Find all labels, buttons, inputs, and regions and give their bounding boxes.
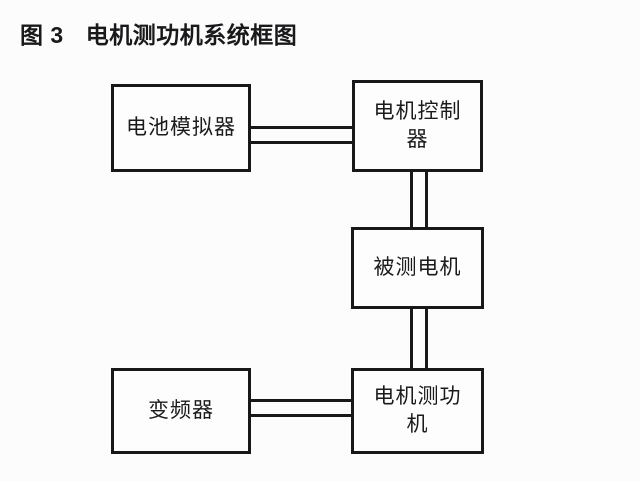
connector-inverter-to-dynamometer-line-2 <box>249 414 353 417</box>
connector-battery-simulator-to-motor-controller-line-2 <box>249 141 354 144</box>
connector-motor-under-test-to-dynamometer-line-1 <box>410 307 413 370</box>
node-motor-controller: 电机控制器 <box>352 80 483 172</box>
connector-motor-controller-to-motor-under-test-line-1 <box>410 170 413 229</box>
connector-motor-controller-to-motor-under-test-line-2 <box>425 170 428 229</box>
node-motor-under-test-label: 被测电机 <box>373 256 462 280</box>
node-dynamometer: 电机测功机 <box>351 368 484 454</box>
connector-inverter-to-dynamometer-line-1 <box>249 399 353 402</box>
node-motor-controller-label: 电机控制器 <box>373 100 462 151</box>
connector-motor-under-test-to-dynamometer-line-2 <box>425 307 428 370</box>
connector-battery-simulator-to-motor-controller-line-1 <box>249 126 354 129</box>
node-battery-simulator-label: 电池模拟器 <box>126 116 236 140</box>
node-battery-simulator: 电池模拟器 <box>111 84 251 172</box>
node-dynamometer-label: 电机测功机 <box>373 385 462 436</box>
node-motor-under-test: 被测电机 <box>351 227 484 309</box>
figure-number: 图 3 <box>20 22 64 48</box>
node-inverter: 变频器 <box>111 368 251 454</box>
figure-caption: 图 3 电机测功机系统框图 <box>20 16 297 50</box>
figure-title: 电机测功机系统框图 <box>85 22 298 48</box>
node-inverter-label: 变频器 <box>148 399 214 423</box>
